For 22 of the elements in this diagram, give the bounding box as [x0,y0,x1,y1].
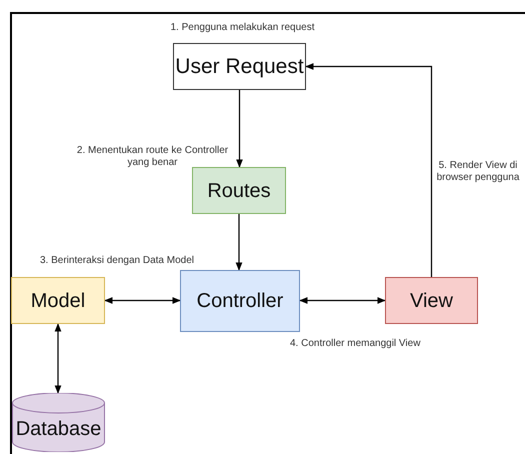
node-label: User Request [175,54,304,80]
node-label: View [410,288,453,314]
process-box [385,277,478,324]
process-box [173,43,306,90]
process-box [11,277,105,324]
arrow [104,297,181,304]
arrow [305,63,432,277]
step-note: 5. Render View di browser pengguna [436,160,520,184]
step-note: 3. Berinteraksi dengan Data Model [40,255,195,267]
arrow [299,297,386,304]
step-note: 2. Menentukan route ke Controller yang benar [76,145,230,169]
process-box [192,167,286,214]
arrow [236,90,243,168]
node-label: Routes [207,178,271,204]
step-note: 4. Controller memanggil View [290,338,422,350]
arrow [236,214,242,271]
process-box [180,270,300,332]
node-label: Database [16,416,102,442]
arrow [54,323,62,394]
step-note: 1. Pengguna melakukan request [170,22,316,34]
node-label: Controller [196,289,284,314]
node-label: Model [30,288,86,314]
